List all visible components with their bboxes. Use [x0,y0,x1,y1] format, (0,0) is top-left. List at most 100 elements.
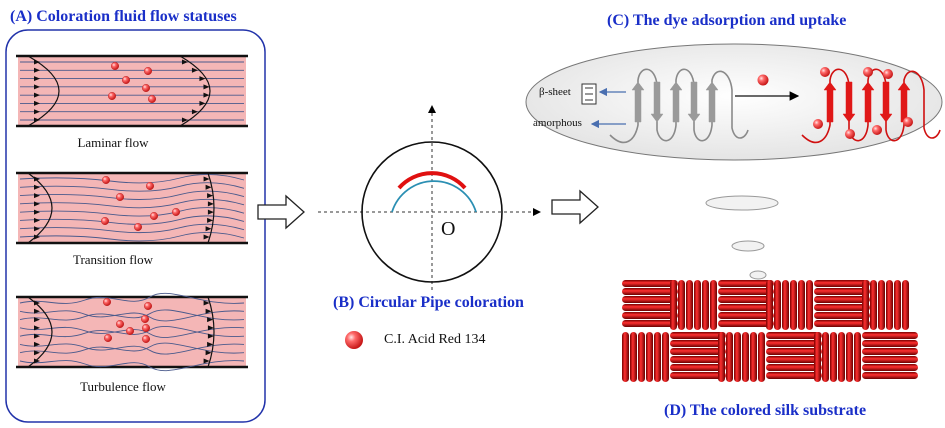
amorphous-label: amorphous [533,117,582,129]
dye-molecule [115,192,124,201]
yarn-horizontal [814,288,870,295]
flow-pipes [16,54,248,372]
yarn-horizontal [862,364,918,371]
flow-arrowhead [34,84,40,90]
profile-arrowhead [191,67,198,73]
profile-arrowhead [199,76,206,82]
profile-arrowhead [203,358,210,364]
legend-dye-label: C.I. Acid Red 134 [384,332,486,347]
weave-cell [862,332,918,379]
yarn-vertical [662,332,669,382]
yarn-vertical [718,332,725,382]
streamline [19,173,245,184]
turbulence-flow-label: Turbulence flow [80,379,166,394]
yarn-vertical [654,332,661,382]
flow-arrowhead [34,67,40,73]
beta-strand [861,81,875,123]
bound-dye-molecule [863,67,873,77]
yarn-vertical [838,332,845,382]
yarn-vertical [878,280,885,330]
velocity-profile-right [179,55,211,127]
backbone [801,68,941,144]
flow-arrowhead [34,358,40,364]
dye-molecule [100,216,109,225]
yarn-vertical [902,280,909,330]
yarn-horizontal [670,372,726,379]
adsorption-ellipse [525,43,943,161]
thought-bubble-2 [731,240,765,252]
flow-arrowhead [34,76,40,82]
yarn-horizontal [622,288,678,295]
yarn-vertical [638,332,645,382]
backbone [609,68,749,144]
dye-molecule [133,222,142,231]
yarn-vertical [782,280,789,330]
dye-molecule [149,211,158,220]
flow-arrowhead [34,193,40,199]
yarn-horizontal [670,348,726,355]
weave-cell [814,332,861,382]
flow-arrowhead [34,109,40,115]
yarn-horizontal [718,312,774,319]
yarn-vertical [750,332,757,382]
velocity-profile-left [27,296,53,368]
yarn-horizontal [814,312,870,319]
free-dye-molecule [757,74,769,86]
flow-arrowhead [34,308,40,314]
profile-arrowhead [203,300,210,306]
weave-cell [862,280,909,330]
pipe-1 [16,171,248,245]
flow-arrowhead [34,92,40,98]
yarn-horizontal [670,332,726,339]
dye-molecule [145,181,154,190]
hollow-arrow-left [257,194,305,230]
profile-arrowhead [181,117,188,123]
weave-cell [814,280,870,327]
yarn-vertical [894,280,901,330]
thought-bubble-3 [749,270,767,280]
dye-molecule [125,327,134,336]
dye-molecule [143,302,152,311]
profile-arrowhead [205,226,212,232]
panel-a-border [5,29,266,423]
profile-arrowhead [207,317,214,323]
yarn-vertical [678,280,685,330]
transition-flow-label: Transition flow [72,252,154,267]
streamline [19,342,245,354]
panel-a-title: (A) Coloration fluid flow statuses [10,8,237,25]
beta-sheet-icon [581,83,597,105]
dye-molecule [103,334,112,343]
yarn-vertical [798,280,805,330]
yarn-horizontal [718,288,774,295]
weave-cell [766,332,822,379]
yarn-vertical [846,332,853,382]
yarn-horizontal [718,280,774,287]
profile-arrowhead [203,84,210,90]
flow-arrowhead [34,341,40,347]
flow-arrowhead [34,234,40,240]
dye-molecule [102,298,111,307]
yarn-horizontal [718,320,774,327]
panel-c-title: (C) The dye adsorption and uptake [607,12,847,29]
yarn-horizontal [622,296,678,303]
beta-strand [842,81,856,123]
velocity-profile-right [207,296,215,368]
pipe-2 [16,292,248,372]
streamline [19,231,245,242]
yarn-horizontal [862,340,918,347]
beta-strand [631,81,645,123]
profile-arrowhead [205,350,212,356]
yarn-vertical [710,280,717,330]
streamline [19,326,245,338]
profile-arrowhead [207,193,214,199]
velocity-profile-right [207,172,215,244]
profile-arrowhead [203,234,210,240]
yarn-horizontal [766,340,822,347]
beta-strand [879,81,893,123]
hollow-arrow-right [551,189,599,225]
streamline [19,198,245,209]
flow-arrowhead [34,201,40,207]
yarn-vertical [766,280,773,330]
yarn-vertical [862,280,869,330]
